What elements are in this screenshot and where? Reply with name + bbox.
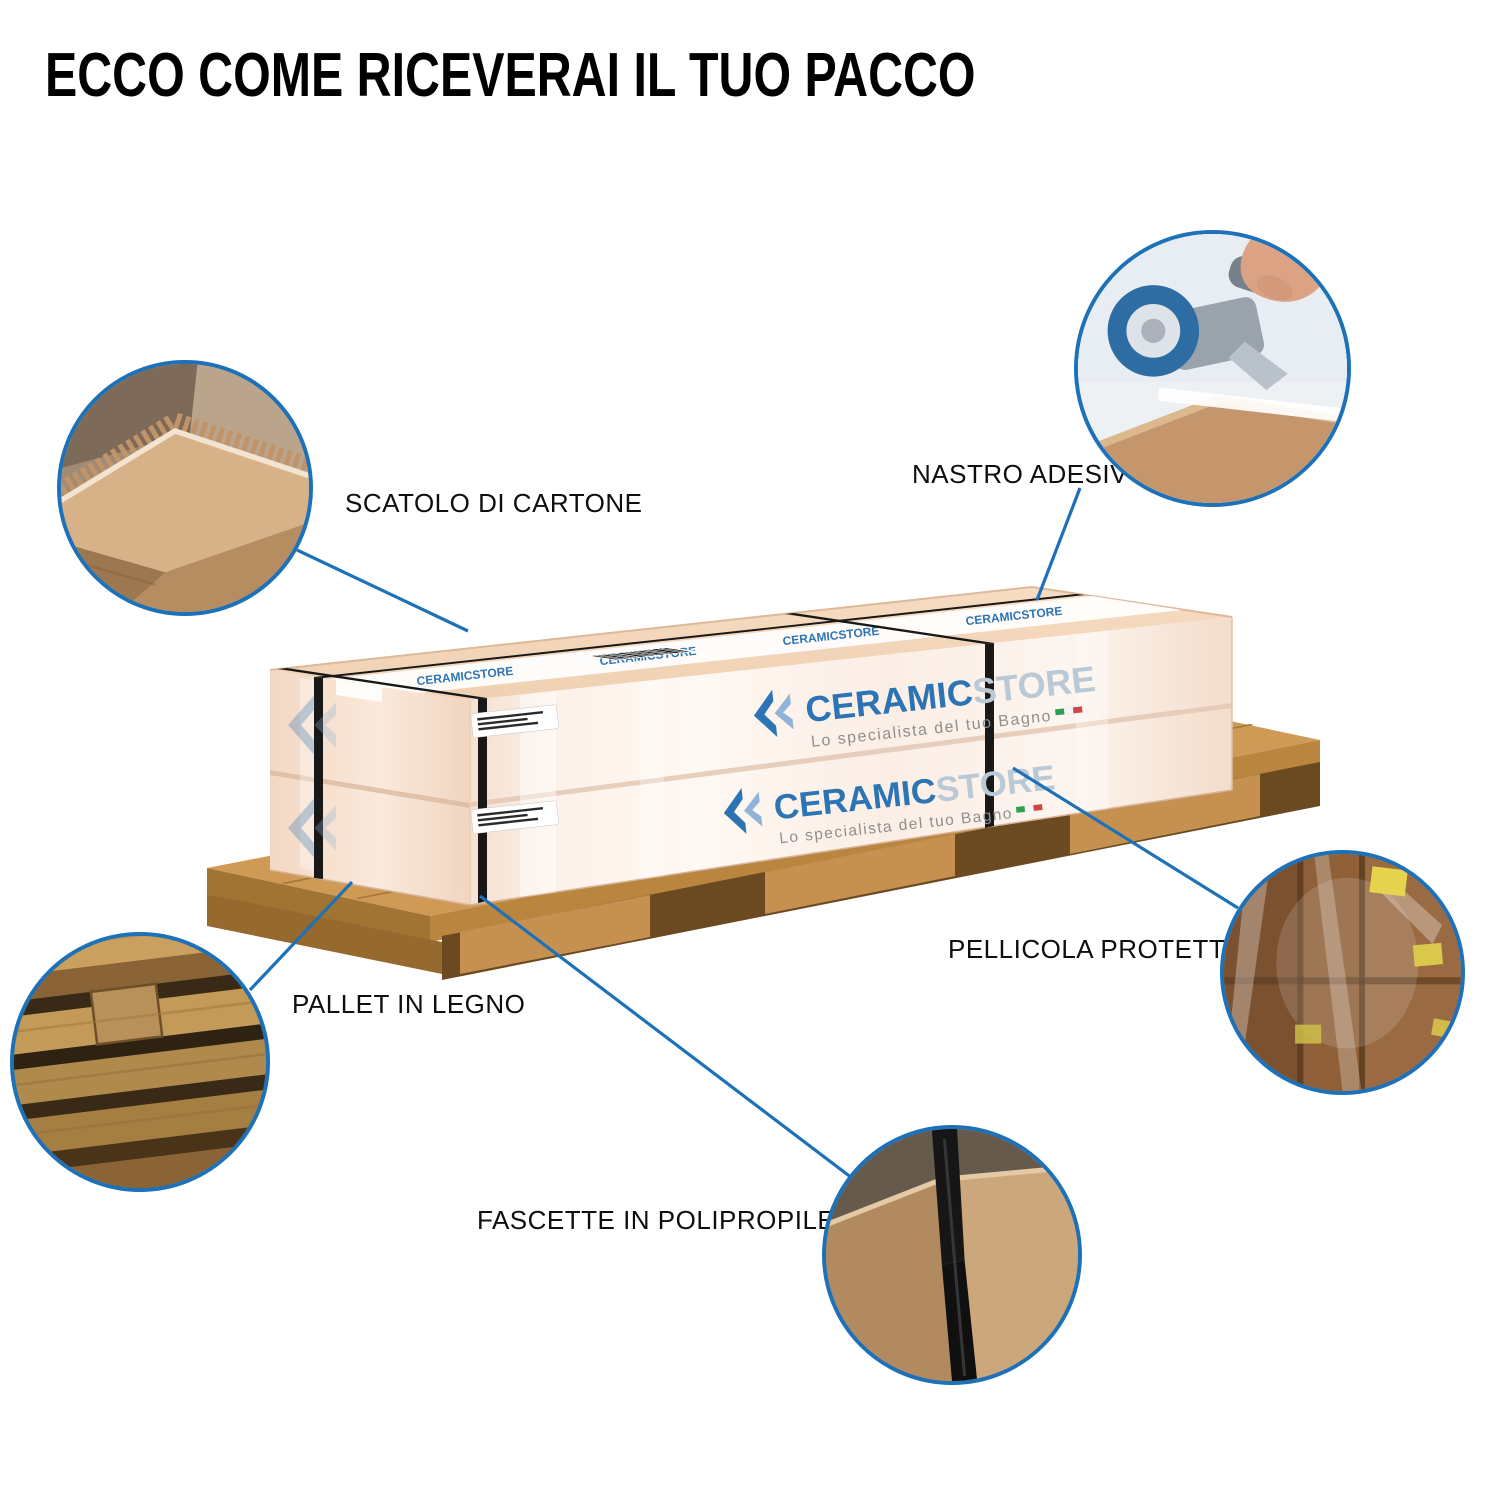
shipping-label-lower [470,800,559,834]
connector-line-scatolo [296,548,469,633]
adhesive-tape-photo [1074,230,1351,507]
polypropylene-straps [278,594,1085,903]
strap-girth-1-top [278,668,487,699]
italian-flag-icon [1054,706,1083,716]
label-pallet-in-legno: PALLET IN LEGNO [292,989,526,1019]
connector-line-nastro [1035,487,1082,601]
cardboard-corner-illustration [61,364,309,612]
label-pellicola-protettiva: PELLICOLA PROTETTIVA [948,934,1267,964]
connector-lines [248,487,1239,1180]
protective-film-photo [1220,850,1465,1095]
shrink-wrap-illustration [1224,854,1461,1091]
cardboard-box-photo [57,360,313,616]
strapping-photo [822,1125,1082,1385]
page-title: ECCO COME RICEVERAI IL TUO PACCO [45,41,976,110]
strap-girth-1-front [478,698,487,903]
connector-line-pallet [248,880,354,992]
shipping-label-upper [470,704,559,738]
label-scatolo-di-cartone: SCATOLO DI CARTONE [345,488,643,518]
tape-dispenser-illustration [1078,234,1347,503]
cardboard-boxes: CERAMICSTORE CERAMICSTORE CERAMICSTORE C… [269,585,1233,906]
barcode [585,646,699,661]
strap-girth-2-front [985,643,994,828]
strap-girth-2-top [785,613,994,644]
strap-lengthwise-end [314,677,323,879]
connector-line-pellicola [1012,766,1239,910]
box-front-face-upper [470,617,1232,802]
connector-line-fascette [479,894,853,1180]
wooden-pallet-photo [10,932,270,1192]
pallet-closeup-illustration [14,936,266,1188]
strap-lengthwise-top [314,594,1085,678]
strap-corner-illustration [826,1129,1078,1381]
label-nastro-adesivo: NASTRO ADESIVO [912,459,1149,489]
label-fascette-in-polipropilene: FASCETTE IN POLIPROPILENE [477,1205,873,1235]
box-front-face-lower [470,703,1232,905]
italian-flag-icon [1015,804,1043,813]
